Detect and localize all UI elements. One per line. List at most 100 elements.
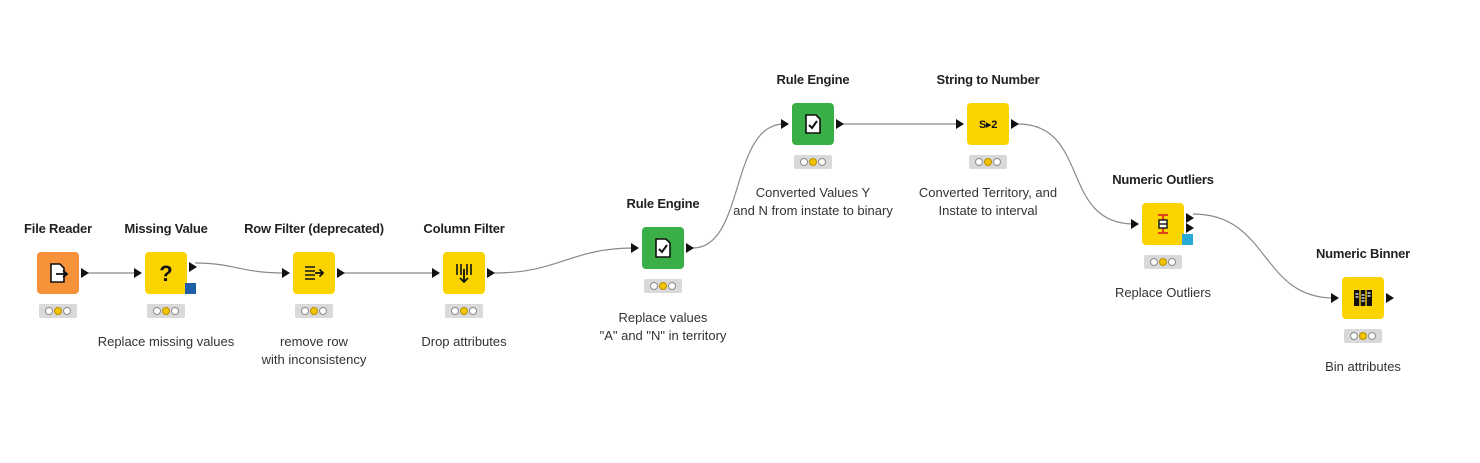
status-light-red — [45, 307, 53, 315]
output-port[interactable] — [189, 262, 197, 272]
input-port[interactable] — [631, 243, 639, 253]
connection-string-to-number-to-numeric-outliers[interactable] — [1017, 123, 1135, 225]
numeric-binner-icon — [1354, 290, 1372, 306]
status-light-red — [650, 282, 658, 290]
status-light-red — [1150, 258, 1158, 266]
node-title: File Reader — [24, 221, 92, 236]
node-title: Numeric Binner — [1315, 246, 1410, 261]
status-light-red — [301, 307, 309, 315]
status-light-red — [451, 307, 459, 315]
status-light-yellow — [162, 307, 170, 315]
status-lights — [644, 279, 682, 293]
output-port-2[interactable] — [1186, 223, 1194, 233]
status-light-green — [171, 307, 179, 315]
input-port[interactable] — [134, 268, 142, 278]
node-row-filter[interactable]: Row Filter (deprecated) remove row with … — [244, 221, 384, 367]
node-icon-box[interactable] — [37, 252, 79, 294]
input-port[interactable] — [432, 268, 440, 278]
node-rule-engine-1[interactable]: Rule Engine Replace values "A" and "N" i… — [600, 196, 727, 343]
output-port[interactable] — [1386, 293, 1394, 303]
node-column-filter[interactable]: Column Filter Drop attributes — [421, 221, 506, 349]
connection-missing-value-to-row-filter[interactable] — [194, 262, 286, 274]
input-port[interactable] — [1131, 219, 1139, 229]
status-light-yellow — [310, 307, 318, 315]
status-lights — [1144, 255, 1182, 269]
rule-engine-icon — [805, 114, 821, 134]
node-annotation: Replace missing values — [97, 334, 235, 349]
node-annotation: Replace Outliers — [1114, 285, 1212, 300]
node-title: Row Filter (deprecated) — [244, 221, 384, 236]
node-numeric-binner[interactable]: Numeric Binner Bin attributes — [1316, 246, 1410, 374]
status-lights — [445, 304, 483, 318]
node-icon-box[interactable] — [293, 252, 335, 294]
node-title: String to Number — [936, 72, 1040, 87]
status-light-green — [993, 158, 1001, 166]
connection-column-filter-to-rule-engine-1[interactable] — [493, 247, 635, 274]
status-light-green — [1368, 332, 1376, 340]
status-lights — [794, 155, 832, 169]
output-port[interactable] — [686, 243, 694, 253]
status-light-green — [818, 158, 826, 166]
node-string-to-number[interactable]: String to Number S▸2 Converted Territory… — [919, 72, 1057, 218]
status-lights — [147, 304, 185, 318]
node-annotation: Converted Territory, and Instate to inte… — [918, 185, 1058, 218]
status-light-red — [1350, 332, 1358, 340]
string-to-number-icon: S▸2 — [978, 118, 998, 131]
status-light-green — [469, 307, 477, 315]
output-port[interactable] — [836, 119, 844, 129]
node-icon-box[interactable] — [792, 103, 834, 145]
rule-engine-icon — [655, 238, 671, 258]
node-title: Rule Engine — [776, 72, 850, 87]
node-icon-box[interactable] — [443, 252, 485, 294]
input-port[interactable] — [956, 119, 964, 129]
status-lights — [295, 304, 333, 318]
output-port[interactable] — [337, 268, 345, 278]
node-icon-box[interactable]: ? — [145, 252, 187, 294]
node-icon-box[interactable] — [1142, 203, 1184, 245]
node-annotation: remove row with inconsistency — [261, 334, 367, 367]
question-mark-icon: ? — [159, 261, 172, 285]
output-port[interactable] — [81, 268, 89, 278]
node-file-reader[interactable]: File Reader — [24, 221, 92, 318]
node-title: Rule Engine — [626, 196, 700, 211]
node-annotation: Replace values "A" and "N" in territory — [599, 310, 727, 343]
status-light-yellow — [460, 307, 468, 315]
row-filter-icon — [305, 266, 325, 280]
node-missing-value[interactable]: Missing Value ? Replace missing values — [98, 221, 235, 349]
node-icon-box[interactable]: S▸2 — [967, 103, 1009, 145]
node-rule-engine-2[interactable]: Rule Engine Converted Values Y and N fro… — [733, 72, 893, 218]
status-light-red — [153, 307, 161, 315]
status-light-green — [319, 307, 327, 315]
status-light-red — [975, 158, 983, 166]
node-numeric-outliers[interactable]: Numeric Outliers Replace Outliers — [1112, 172, 1214, 300]
svg-text:?: ? — [159, 261, 172, 285]
input-port[interactable] — [282, 268, 290, 278]
connection-rule-engine-1-to-rule-engine-2[interactable] — [692, 123, 785, 249]
node-icon-box[interactable] — [642, 227, 684, 269]
output-port-1[interactable] — [1186, 213, 1194, 223]
node-icon-box[interactable] — [1342, 277, 1384, 319]
connection-numeric-outliers-to-numeric-binner[interactable] — [1192, 213, 1335, 299]
status-light-green — [1168, 258, 1176, 266]
status-light-red — [800, 158, 808, 166]
node-annotation: Drop attributes — [421, 334, 507, 349]
flow-variable-port[interactable] — [185, 283, 196, 294]
status-lights — [1344, 329, 1382, 343]
input-port[interactable] — [781, 119, 789, 129]
status-light-yellow — [1359, 332, 1367, 340]
node-annotation: Bin attributes — [1325, 359, 1401, 374]
status-lights — [39, 304, 77, 318]
output-port[interactable] — [1011, 119, 1019, 129]
file-reader-icon — [50, 263, 69, 283]
node-title: Column Filter — [423, 221, 505, 236]
status-light-yellow — [809, 158, 817, 166]
output-port[interactable] — [487, 268, 495, 278]
status-lights — [969, 155, 1007, 169]
input-port[interactable] — [1331, 293, 1339, 303]
node-annotation: Converted Values Y and N from instate to… — [733, 185, 893, 218]
node-title: Numeric Outliers — [1112, 172, 1214, 187]
flow-variable-port[interactable] — [1182, 234, 1193, 245]
node-title: Missing Value — [124, 221, 208, 236]
